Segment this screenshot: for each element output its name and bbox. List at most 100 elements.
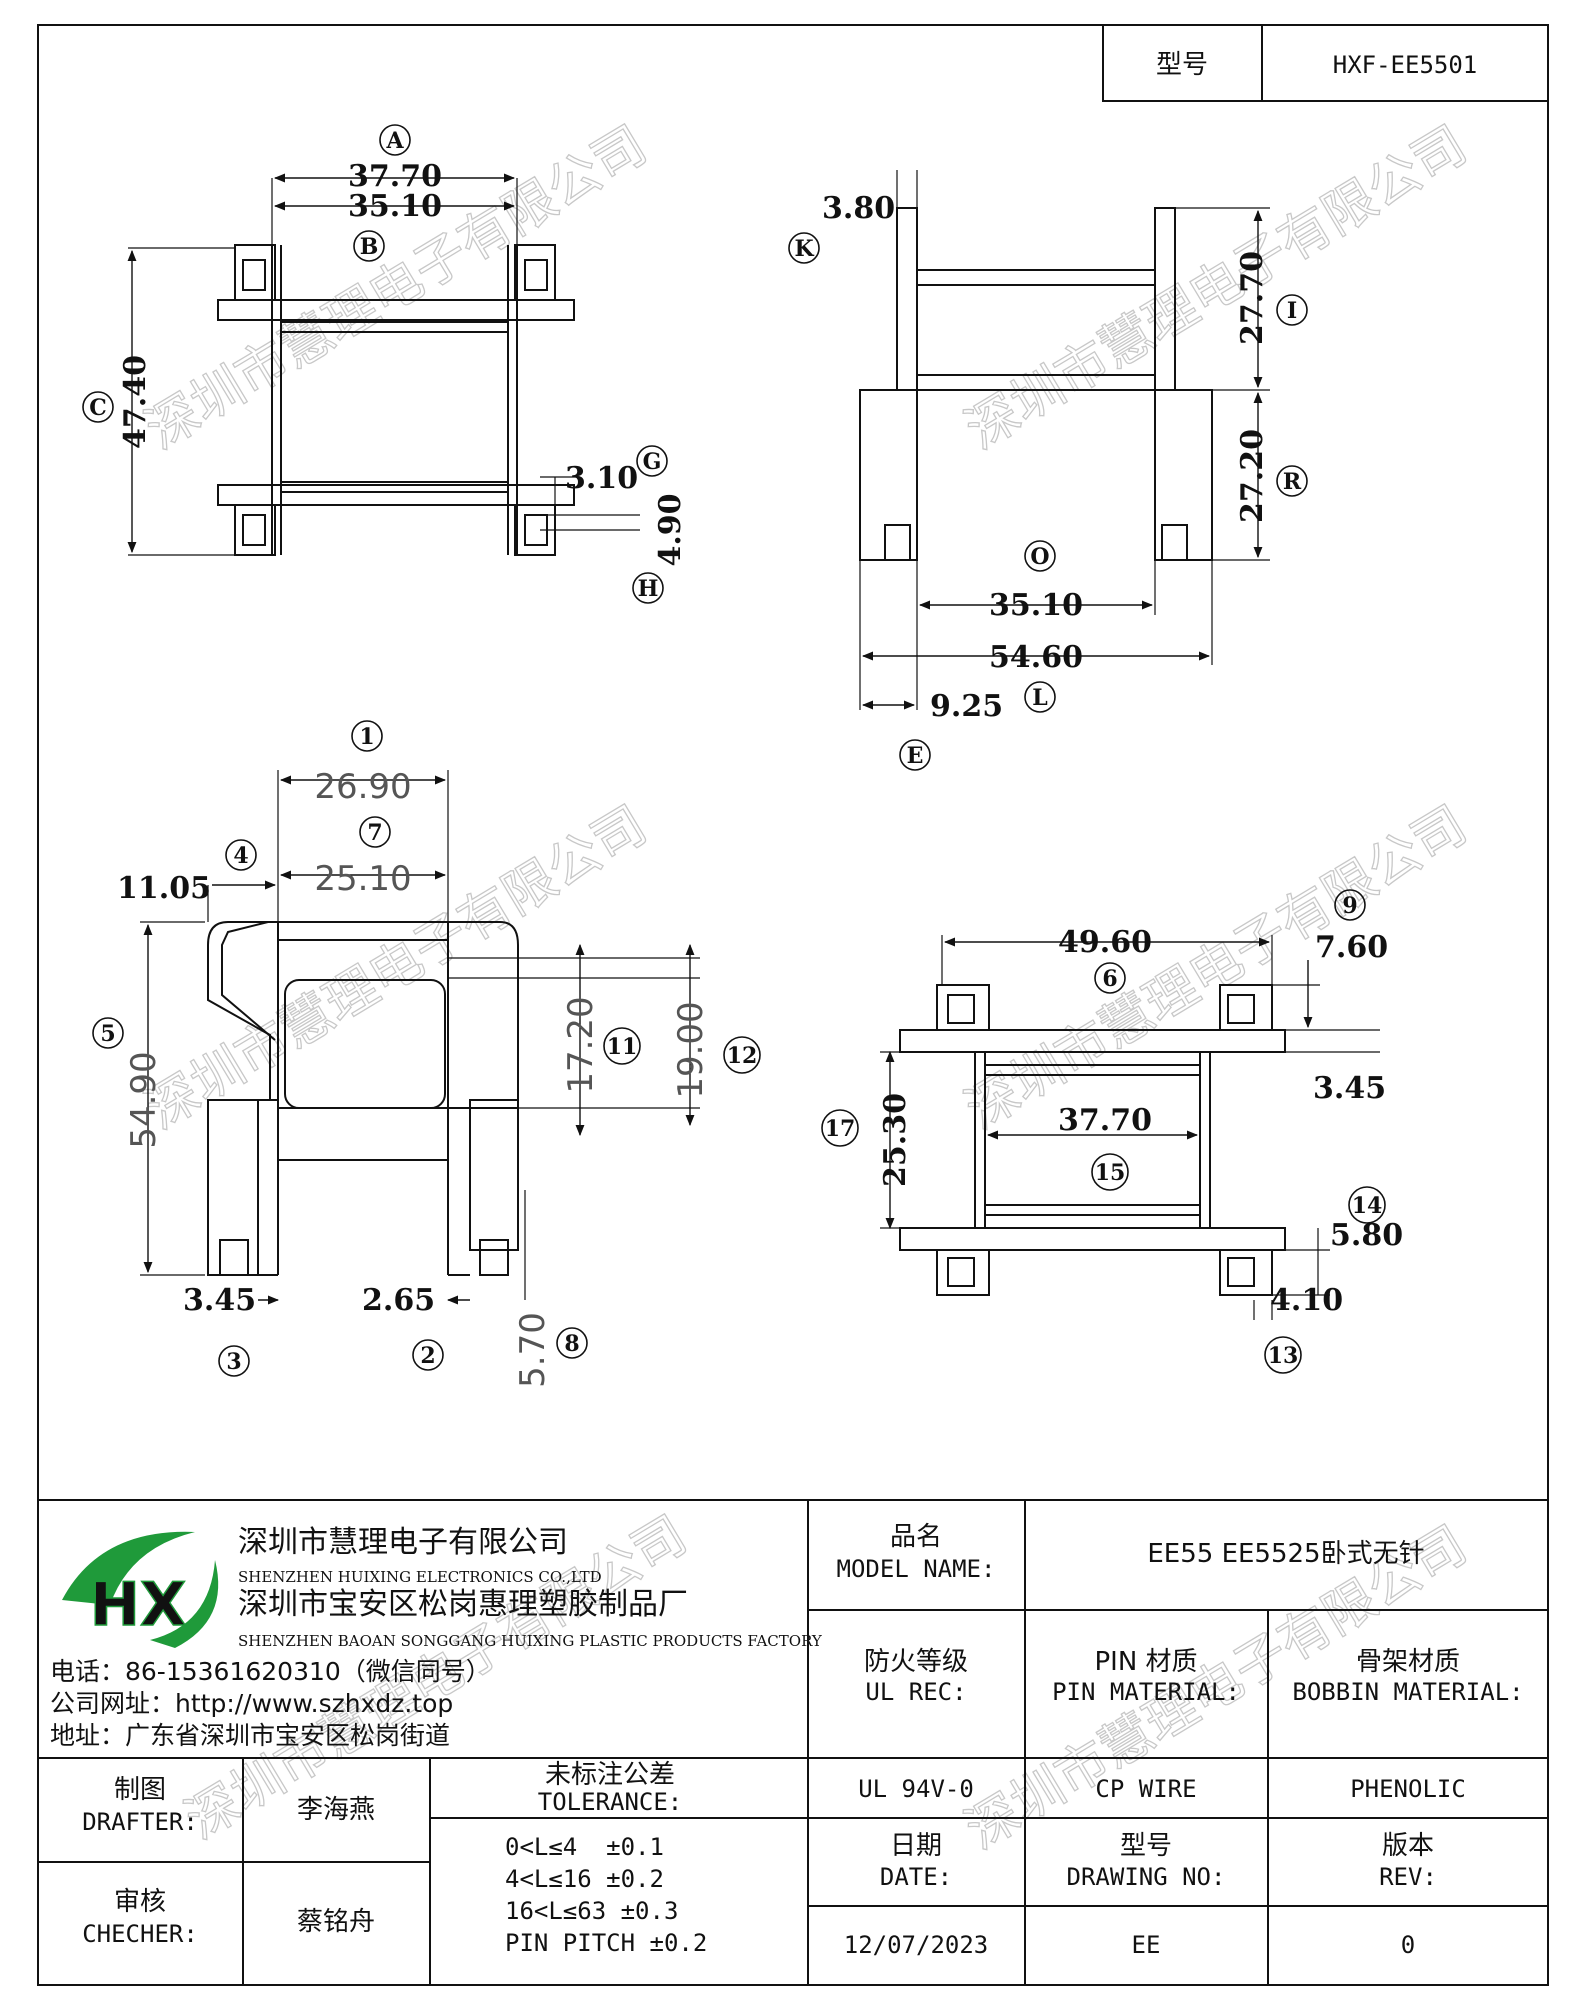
circle-label: G xyxy=(636,445,668,477)
watermark: 深圳市慧理电子有限公司 xyxy=(956,115,1477,461)
circle-label: 1 xyxy=(351,720,383,752)
logo-text: HX xyxy=(90,1570,186,1640)
company-info: 深圳市慧理电子有限公司 SHENZHEN HUIXING ELECTRONICS… xyxy=(50,1525,823,1750)
checker-name: 蔡铭舟 xyxy=(297,1907,375,1937)
checker-cn: 审核 xyxy=(114,1887,166,1917)
dim-text: 5.70 xyxy=(513,1312,553,1388)
circle-label: 6 xyxy=(1094,962,1126,994)
dim-text: 35.10 xyxy=(989,588,1083,623)
svg-text:B: B xyxy=(360,234,379,260)
svg-text:7: 7 xyxy=(367,820,382,846)
company-phone: 电话：86-15361620310（微信同号） xyxy=(50,1657,491,1686)
drafter-cn: 制图 xyxy=(114,1775,166,1805)
circle-label: 4 xyxy=(225,839,257,871)
drafter-name: 李海燕 xyxy=(297,1795,375,1825)
date-value: 12/07/2023 xyxy=(844,1931,989,1959)
dim-text: 4.90 xyxy=(653,493,688,566)
company-logo: HX xyxy=(62,1531,219,1648)
tolerance-line: 0<L≤4 ±0.1 xyxy=(505,1833,664,1861)
svg-text:3: 3 xyxy=(226,1349,241,1375)
circle-label: 2 xyxy=(412,1339,444,1371)
rev-en: REV: xyxy=(1379,1863,1437,1891)
svg-text:L: L xyxy=(1032,685,1047,711)
date-en: DATE: xyxy=(880,1863,952,1891)
tolerance-en: TOLERANCE: xyxy=(538,1788,683,1816)
svg-text:1: 1 xyxy=(359,724,374,750)
dim-text: 4.10 xyxy=(1270,1283,1343,1318)
circle-label: 7 xyxy=(359,816,391,848)
model-name-en: MODEL NAME: xyxy=(837,1555,996,1583)
circle-label: 8 xyxy=(556,1327,588,1359)
svg-text:O: O xyxy=(1030,544,1049,570)
tolerance-line: 4<L≤16 ±0.2 xyxy=(505,1865,664,1893)
pin-value: CP WIRE xyxy=(1095,1775,1196,1803)
circle-label: 15 xyxy=(1091,1153,1129,1191)
svg-text:G: G xyxy=(643,449,662,475)
drawing-no-en: DRAWING NO: xyxy=(1067,1863,1226,1891)
bobbin-material-en: BOBBIN MATERIAL: xyxy=(1292,1678,1523,1706)
title-block xyxy=(38,1499,1548,1985)
company-website: 公司网址：http://www.szhxdz.top xyxy=(50,1689,453,1718)
circle-label: C xyxy=(82,391,114,423)
circle-label: L xyxy=(1024,681,1056,713)
svg-text:15: 15 xyxy=(1095,1160,1126,1186)
svg-text:12: 12 xyxy=(727,1043,758,1069)
dim-text: 2.65 xyxy=(362,1283,435,1318)
dim-text: 5.80 xyxy=(1330,1218,1403,1253)
pin-material-cn: PIN 材质 xyxy=(1094,1647,1197,1677)
header-model-value: HXF-EE5501 xyxy=(1333,51,1478,79)
svg-text:11: 11 xyxy=(607,1034,638,1060)
view-bottom-left-text: 26.90 25.10 11.05 54.90 17.20 19.00 3.45… xyxy=(92,720,761,1388)
dim-text: 3.45 xyxy=(1313,1071,1386,1106)
dim-text: 3.80 xyxy=(822,191,895,226)
svg-text:17: 17 xyxy=(825,1116,856,1142)
dim-text: 9.25 xyxy=(930,689,1003,724)
circle-label: 3 xyxy=(218,1345,250,1377)
circle-label: K xyxy=(788,232,820,264)
circle-label: 9 xyxy=(1334,889,1366,921)
circle-label: 13 xyxy=(1264,1336,1302,1374)
ul-rec-cn: 防火等级 xyxy=(864,1647,968,1677)
circle-label: O xyxy=(1024,540,1056,572)
company-name-cn: 深圳市慧理电子有限公司 xyxy=(238,1525,568,1560)
circle-label: 11 xyxy=(603,1027,641,1065)
view-top-right-text: 3.80 27.70 27.20 35.10 54.60 9.25 K I R … xyxy=(788,191,1308,771)
dim-text: 25.30 xyxy=(878,1093,913,1187)
date-cn: 日期 xyxy=(890,1831,942,1861)
dim-text: 11.05 xyxy=(117,871,211,906)
drawing-no-cn: 型号 xyxy=(1120,1831,1172,1861)
view-bottom-right-text: 49.60 7.60 3.45 25.30 37.70 5.80 4.10 9 … xyxy=(821,889,1403,1374)
ul-value: UL 94V-0 xyxy=(858,1775,974,1803)
pin-material-en: PIN MATERIAL: xyxy=(1052,1678,1240,1706)
dim-text: 54.90 xyxy=(124,1051,164,1148)
circle-label: H xyxy=(632,572,664,604)
drawing-no-value: EE xyxy=(1132,1931,1161,1959)
view-top-left xyxy=(127,173,640,556)
svg-text:13: 13 xyxy=(1268,1343,1299,1369)
bobbin-material-cn: 骨架材质 xyxy=(1356,1647,1460,1677)
circle-label: B xyxy=(353,230,385,262)
view-bottom-left xyxy=(140,770,700,1305)
view-bottom-right xyxy=(880,935,1380,1320)
circle-label: I xyxy=(1276,294,1308,326)
circle-label: 12 xyxy=(723,1036,761,1074)
header-model-label: 型号 xyxy=(1156,50,1208,80)
view-top-right xyxy=(859,170,1270,710)
tolerance-cn: 未标注公差 xyxy=(545,1760,675,1790)
factory-name-en: SHENZHEN BAOAN SONGGANG HUIXING PLASTIC … xyxy=(238,1632,823,1650)
svg-text:8: 8 xyxy=(564,1331,579,1357)
rev-cn: 版本 xyxy=(1382,1831,1434,1861)
dim-text: 35.10 xyxy=(348,189,442,224)
dim-text: 27.20 xyxy=(1235,429,1270,523)
model-name-value: EE55 EE5525卧式无针 xyxy=(1147,1539,1424,1569)
dim-text: 27.70 xyxy=(1235,251,1270,345)
rev-value: 0 xyxy=(1401,1931,1415,1959)
drafter-en: DRAFTER: xyxy=(82,1808,198,1836)
svg-text:6: 6 xyxy=(1102,966,1117,992)
header-model-box: 型号 HXF-EE5501 xyxy=(1102,24,1549,102)
checker-en: CHECHER: xyxy=(82,1920,198,1948)
factory-name-cn: 深圳市宝安区松岗惠理塑胶制品厂 xyxy=(238,1587,688,1622)
svg-text:2: 2 xyxy=(420,1343,435,1369)
dim-text: 37.70 xyxy=(1058,1103,1152,1138)
